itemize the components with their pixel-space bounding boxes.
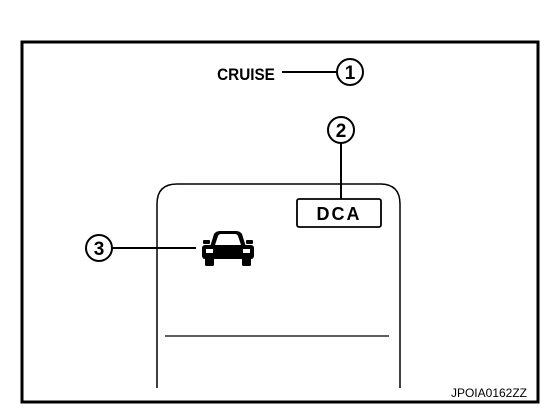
dca-label: DCA xyxy=(317,204,362,224)
callout-3: 3 xyxy=(85,234,113,262)
cruise-label: CRUISE xyxy=(217,65,275,84)
figure-code: JPOIA0162ZZ xyxy=(451,386,527,400)
callout-2: 2 xyxy=(327,116,355,144)
car-front-icon xyxy=(202,231,254,266)
callout-1: 1 xyxy=(336,58,364,86)
svg-text:3: 3 xyxy=(94,239,105,260)
svg-text:2: 2 xyxy=(336,121,347,142)
diagram-frame xyxy=(20,40,540,404)
dca-indicator xyxy=(296,198,382,228)
svg-text:1: 1 xyxy=(345,63,356,84)
display-panel xyxy=(156,183,401,388)
